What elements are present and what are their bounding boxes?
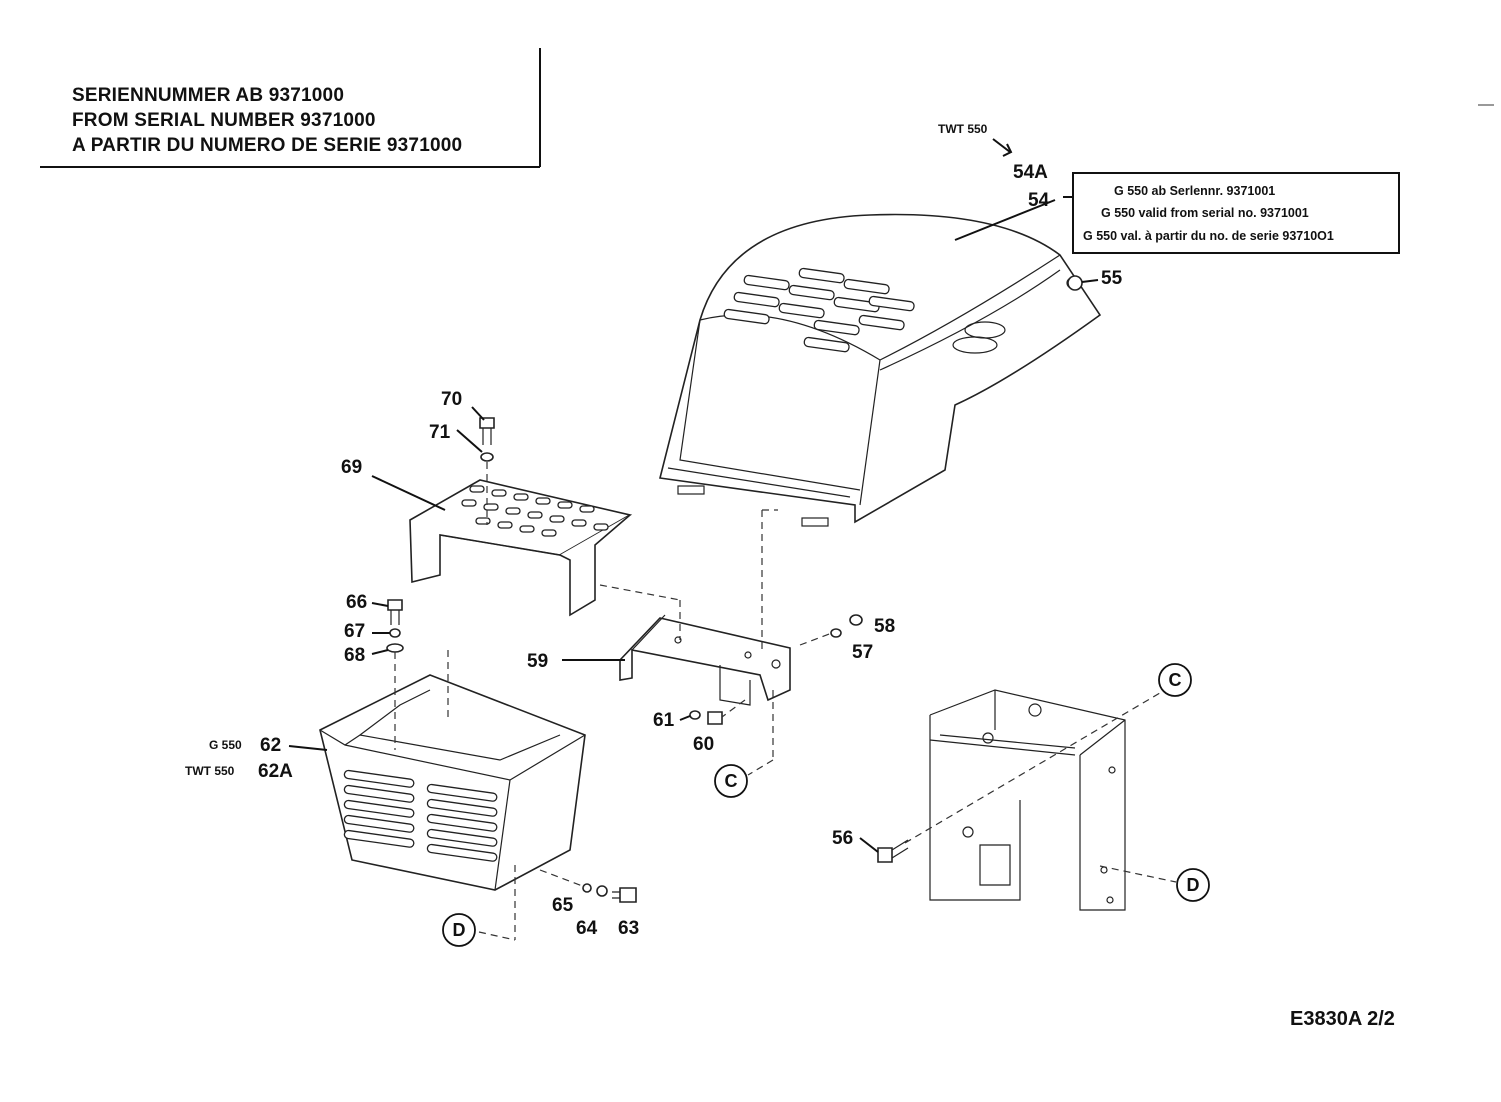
label-70: 70: [441, 389, 462, 410]
label-59: 59: [527, 651, 548, 672]
svg-text:D: D: [1187, 875, 1200, 895]
plate-part: [409, 479, 633, 617]
label-twt550-top: TWT 550: [938, 122, 988, 136]
hardware: [386, 275, 1083, 903]
label-62A: 62A: [258, 761, 293, 782]
label-54A: 54A: [1013, 162, 1048, 183]
label-64: 64: [576, 918, 598, 939]
label-58: 58: [874, 616, 895, 637]
header-line-en: FROM SERIAL NUMBER 9371000: [72, 110, 376, 131]
note-line-en: G 550 valid from serial no. 9371001: [1101, 206, 1309, 220]
label-68: 68: [344, 645, 365, 666]
label-54: 54: [1028, 190, 1050, 211]
note-line-fr: G 550 val. à partir du no. de serie 9371…: [1083, 229, 1334, 243]
label-55: 55: [1101, 268, 1123, 289]
header-line-de: SERIENNUMMER AB 9371000: [72, 85, 345, 106]
label-60: 60: [693, 734, 714, 755]
label-g550: G 550: [209, 738, 242, 752]
leader-lines: [288, 138, 1099, 853]
label-63: 63: [618, 918, 639, 939]
label-66: 66: [346, 592, 367, 613]
frame-part: [929, 689, 1126, 911]
label-57: 57: [852, 642, 873, 663]
connector-d-left: D: [442, 913, 476, 947]
label-62: 62: [260, 735, 281, 756]
connector-c-lower: C: [714, 764, 748, 798]
hood-part: [659, 213, 1102, 527]
svg-text:C: C: [725, 771, 738, 791]
label-65: 65: [552, 895, 574, 916]
connector-c-upper: C: [1158, 663, 1192, 697]
note-box: [1072, 172, 1400, 254]
svg-text:C: C: [1169, 670, 1182, 690]
label-71: 71: [429, 422, 451, 443]
drawing-reference: E3830A 2/2: [1290, 1008, 1395, 1030]
part-numbers: TWT 550 54A 54 55 70 71 69 66 67 68 59 5…: [185, 122, 1123, 939]
svg-text:D: D: [453, 920, 466, 940]
header-line-fr: A PARTIR DU NUMERO DE SERIE 9371000: [72, 135, 463, 156]
label-69: 69: [341, 457, 362, 478]
assembly-lines: [394, 462, 1177, 941]
bracket-part: [619, 614, 791, 706]
lower-cover-part: [319, 674, 586, 891]
note-line-de: G 550 ab Serlennr. 9371001: [1114, 184, 1276, 198]
label-twt550: TWT 550: [185, 764, 235, 778]
label-56: 56: [832, 828, 853, 849]
connector-d-right: D: [1176, 868, 1210, 902]
label-61: 61: [653, 710, 675, 731]
label-67: 67: [344, 621, 365, 642]
